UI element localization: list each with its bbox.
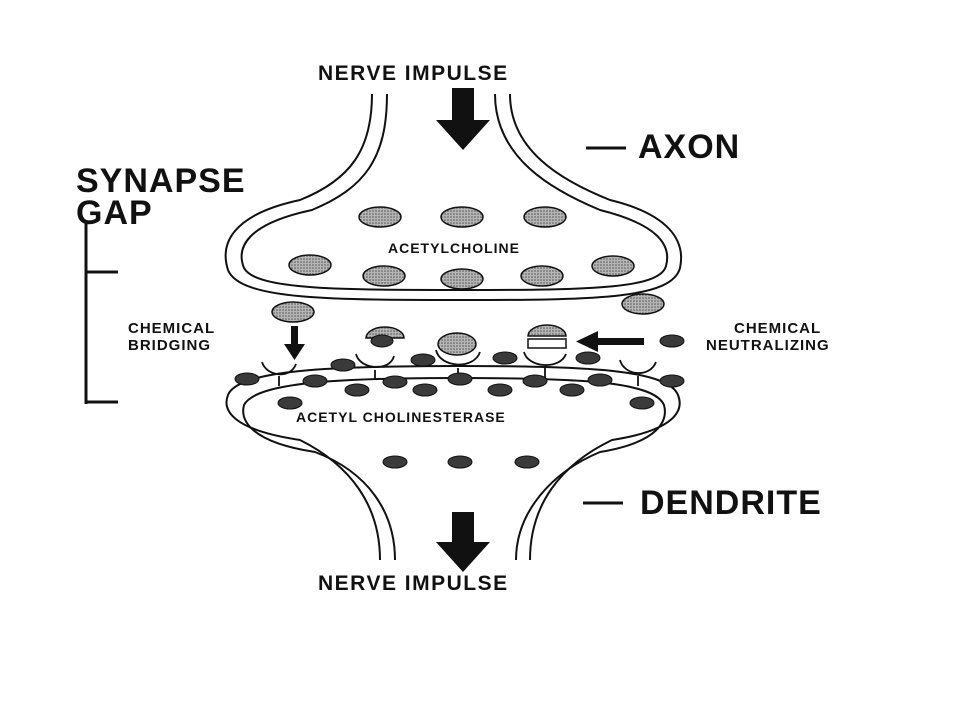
acetylcholine-molecule [271, 301, 315, 323]
top-impulse-arrow [436, 88, 490, 150]
receptor-cup [261, 361, 297, 386]
cholinesterase-molecule [370, 334, 394, 348]
acetylcholine-molecules [271, 206, 665, 323]
acetylcholine-label: ACETYLCHOLINE [388, 240, 520, 256]
neutralized-half [527, 338, 567, 349]
receptor-sites [261, 349, 657, 386]
leader-lines [583, 146, 626, 505]
chemical-bridging-line2: BRIDGING [128, 337, 211, 354]
cholinesterase-molecule [234, 372, 260, 386]
cholinesterase-molecule [492, 351, 518, 365]
chemical-neutralizing-label: CHEMICAL NEUTRALIZING [706, 320, 830, 354]
cholinesterase-molecule [487, 383, 513, 397]
cholinesterase-molecule [302, 374, 328, 388]
receptor-cup [523, 351, 567, 378]
neutralizing-arrow [576, 331, 644, 352]
bound-molecule [437, 332, 477, 356]
cholinesterase-molecule [447, 455, 473, 469]
top-nerve-impulse-label: NERVE IMPULSE [318, 62, 509, 85]
acetylcholine-molecule [440, 268, 484, 290]
receptor-cup [355, 353, 395, 380]
synapse-gap-label: SYNAPSE GAP [76, 162, 246, 232]
axon-label: AXON [638, 128, 741, 166]
cholinesterase-molecule [659, 374, 685, 388]
bound-acetylcholine [365, 324, 567, 356]
cholinesterase-molecule [559, 383, 585, 397]
acetylcholine-molecule [288, 254, 332, 276]
cholinesterase-molecules [234, 334, 685, 469]
cholinesterase-molecule [382, 375, 408, 389]
axon-outline-outer [224, 93, 683, 302]
half-molecule [365, 326, 405, 339]
receptor-cup [619, 359, 657, 386]
synapse-gap-label-line2: GAP [76, 194, 153, 232]
synapse-gap-bracket [84, 222, 118, 404]
cholinesterase-molecule [382, 455, 408, 469]
bottom-nerve-impulse-label: NERVE IMPULSE [318, 572, 509, 595]
acetylcholine-molecule [523, 206, 567, 228]
chemical-neutralizing-line2: NEUTRALIZING [706, 337, 830, 354]
axon-terminal [224, 93, 683, 302]
cholinesterase-molecule [412, 383, 438, 397]
cholinesterase-molecule [514, 455, 540, 469]
cholinesterase-molecule [587, 373, 613, 387]
acetylcholine-molecule [358, 206, 402, 228]
cholinesterase-molecule [659, 334, 685, 348]
chemical-bridging-label: CHEMICAL BRIDGING [128, 320, 215, 354]
half-molecule [527, 324, 567, 337]
synapse-gap-label-line1: SYNAPSE [76, 162, 246, 200]
cholinesterase-molecule [629, 396, 655, 410]
acetylcholine-molecule [362, 265, 406, 287]
arrows [284, 88, 644, 572]
cholinesterase-molecule [410, 353, 436, 367]
cholinesterase-molecule [447, 372, 473, 386]
axon-outline-inner [240, 93, 669, 292]
acetylcholine-molecule [621, 293, 665, 315]
acetylcholine-molecule [591, 255, 635, 277]
chemical-bridging-line1: CHEMICAL [128, 320, 216, 337]
dendrite-label: DENDRITE [640, 484, 822, 522]
cholinesterase-molecule [277, 396, 303, 410]
chemical-neutralizing-line1: CHEMICAL [734, 320, 822, 337]
cholinesterase-molecule [575, 351, 601, 365]
acetyl-cholinesterase-label: ACETYL CHOLINESTERASE [296, 409, 506, 425]
dendrite-outline-outer [225, 364, 681, 561]
cholinesterase-molecule [522, 374, 548, 388]
cholinesterase-molecule [330, 358, 356, 372]
acetylcholine-molecule [520, 265, 564, 287]
bridging-arrow [284, 326, 305, 360]
acetylcholine-molecule [440, 206, 484, 228]
bottom-impulse-arrow [436, 512, 490, 572]
cholinesterase-molecule [344, 383, 370, 397]
